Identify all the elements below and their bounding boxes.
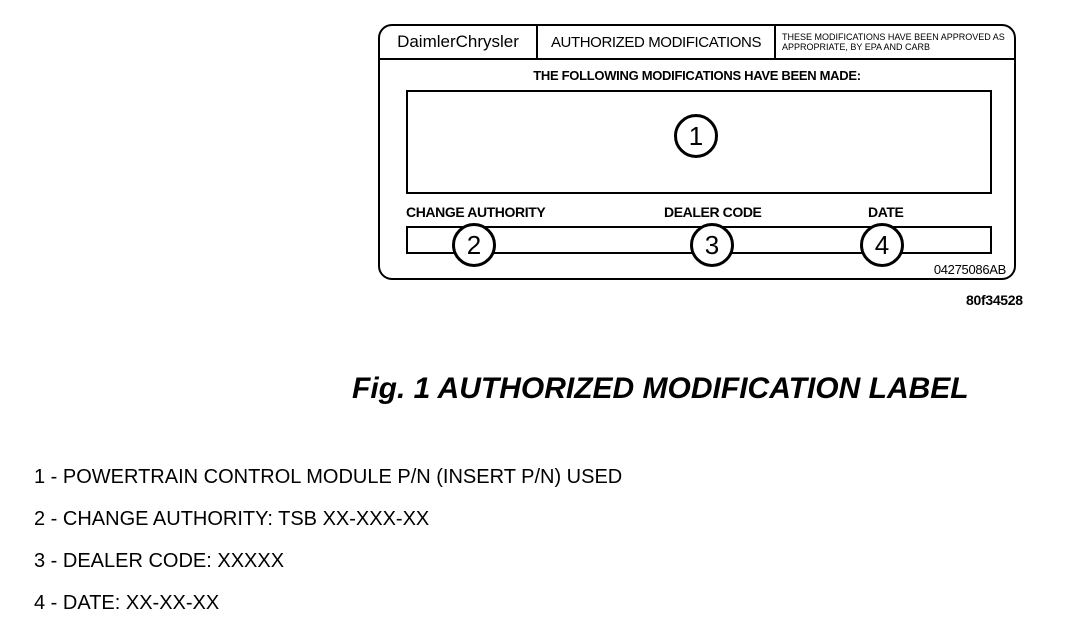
legend-item-3: 3 - DEALER CODE: XXXXX [34, 550, 285, 572]
approval-note: THESE MODIFICATIONS HAVE BEEN APPROVED A… [774, 26, 1014, 58]
callout-2: 2 [452, 223, 496, 267]
label-title: AUTHORIZED MODIFICATIONS [536, 26, 774, 58]
dealer-code-label: DEALER CODE [664, 204, 762, 220]
modifications-box [406, 90, 992, 194]
legend-item-4: 4 - DATE: XX-XX-XX [34, 592, 220, 614]
callout-3: 3 [690, 223, 734, 267]
modification-label: DaimlerChrysler AUTHORIZED MODIFICATIONS… [378, 24, 1016, 280]
figure-reference: 80f34528 [966, 292, 1023, 308]
legend-item-1: 1 - POWERTRAIN CONTROL MODULE P/N (INSER… [34, 466, 623, 488]
part-number: 04275086AB [933, 262, 1006, 277]
legend-item-2: 2 - CHANGE AUTHORITY: TSB XX-XXX-XX [34, 508, 430, 530]
modifications-heading: THE FOLLOWING MODIFICATIONS HAVE BEEN MA… [533, 68, 861, 83]
legend-list: 1 - POWERTRAIN CONTROL MODULE P/N (INSER… [34, 466, 622, 634]
change-authority-label: CHANGE AUTHORITY [406, 204, 546, 220]
callout-4: 4 [860, 223, 904, 267]
figure-caption: Fig. 1 AUTHORIZED MODIFICATION LABEL [352, 372, 969, 405]
label-header: DaimlerChrysler AUTHORIZED MODIFICATIONS… [380, 26, 1014, 60]
brand-name: DaimlerChrysler [397, 32, 519, 51]
date-label: DATE [868, 204, 904, 220]
callout-1: 1 [674, 114, 718, 158]
